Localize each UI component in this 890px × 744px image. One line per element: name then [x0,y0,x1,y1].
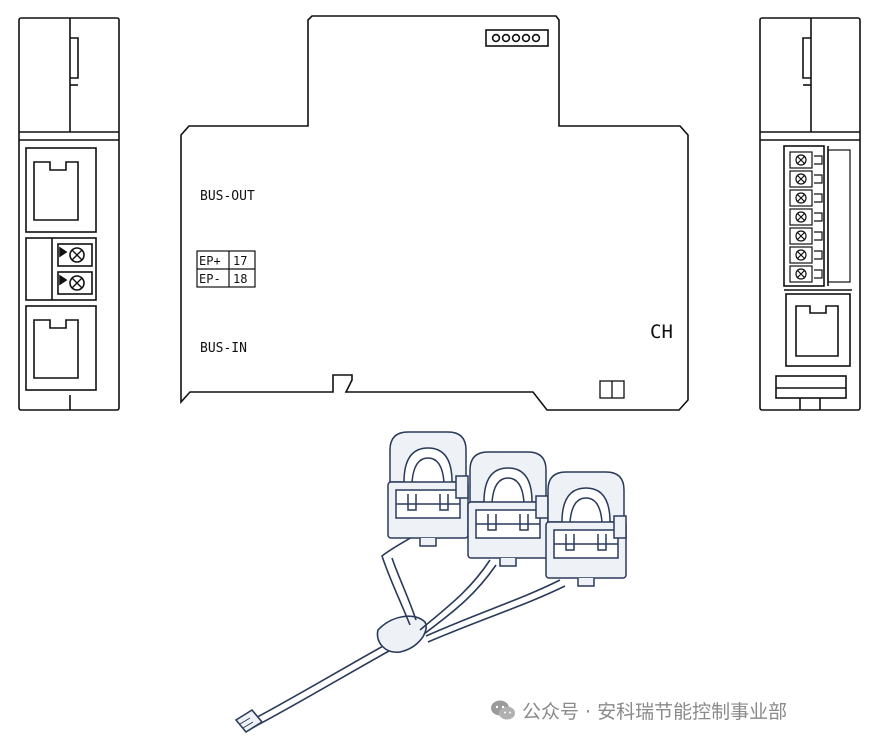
current-transformer [545,471,627,587]
bus-in-label: BUS-IN [200,341,247,356]
wechat-icon [491,700,515,720]
terminal-pin [789,151,813,169]
terminal-slot [814,269,823,279]
terminal-pin [789,189,813,207]
current-transformer [387,431,469,547]
terminal-screw-cross [796,193,806,203]
terminal-screw [795,173,807,185]
ep-label-table [196,250,256,288]
rj45-port-right [785,293,851,367]
terminal-slot [814,250,823,260]
terminal-screw [795,268,807,280]
terminal-slot [814,155,823,165]
terminal-screw-cross [796,250,806,260]
watermark-text: 公众号 · 安科瑞节能控制事业部 [522,700,788,723]
terminal-slot [814,174,823,184]
terminal-screw [795,249,807,261]
ep-plus-label: EP+ [199,254,221,268]
left-side-view [18,17,120,411]
small-switch [599,380,625,399]
terminal-screw [795,230,807,242]
terminal-screw-cross [796,155,806,165]
terminal-pin [789,170,813,188]
terminal-slot [814,212,823,222]
ep-minus-label: EP- [199,272,221,286]
terminal-pin [789,227,813,245]
terminal-pin [789,265,813,283]
ep-terminal-block [25,237,97,301]
current-transformers [387,431,627,587]
terminal-screw-cross [796,231,806,241]
front-view [180,15,689,411]
terminal-screw [795,154,807,166]
ep-plus-number: 17 [233,254,247,268]
terminal-slot [814,193,823,203]
seven-pin-terminal [783,145,851,287]
rj45-port-upper [25,147,97,233]
bus-out-label: BUS-OUT [200,189,255,204]
terminal-screw [795,192,807,204]
channel-label: CH [650,321,673,343]
terminal-screw-cross [796,174,806,184]
terminal-slot [814,231,823,241]
terminal-screw-cross [796,269,806,279]
cable-harness [234,531,566,734]
terminal-pin [789,208,813,226]
top-connector [485,29,549,47]
right-side-view [759,17,861,411]
current-transformer [467,451,549,567]
terminal-pin [789,246,813,264]
terminal-screw [795,211,807,223]
rj45-port-lower [25,305,97,391]
ep-minus-number: 18 [233,272,247,286]
watermark: 公众号 · 安科瑞节能控制事业部 [490,693,787,727]
terminal-screw-cross [796,212,806,222]
